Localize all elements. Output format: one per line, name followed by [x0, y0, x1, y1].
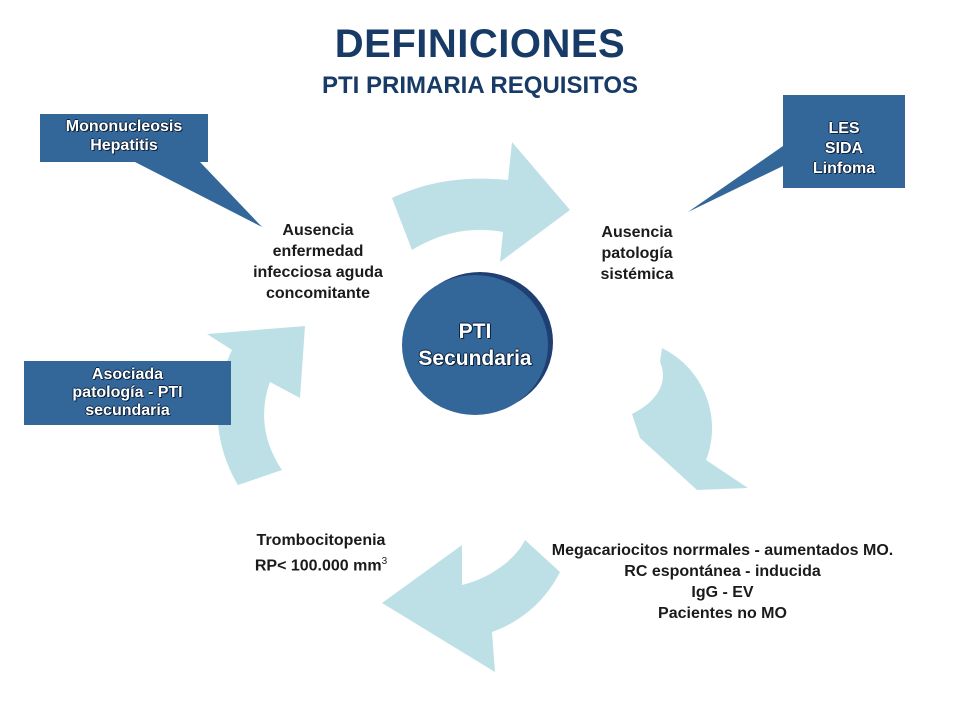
callout-pointer-mononucleosis: [135, 162, 262, 227]
center-ellipse: [402, 275, 548, 415]
callout-line: Asociada: [91, 366, 164, 383]
unit-exponent: 3: [381, 556, 388, 567]
callout-line: patología - PTI: [72, 384, 183, 401]
node-line: Megacariocitos norrmales - aumentados MO…: [551, 542, 894, 559]
node-line: Pacientes no MO: [658, 605, 787, 622]
node-line: enfermedad: [272, 243, 364, 260]
node-line: IgG - EV: [691, 584, 754, 601]
node-megakaryocytes: Megacariocitos norrmales - aumentados MO…: [505, 540, 940, 624]
node-line: RP< 100.000 mm3: [226, 551, 416, 576]
callout-line: LES: [828, 120, 860, 137]
node-systemic: Ausencia patología sistémica: [582, 222, 692, 285]
arrow-top: [392, 142, 570, 262]
page-title: DEFINICIONES: [334, 22, 626, 66]
center-label-line: PTI: [458, 320, 492, 343]
callout-mononucleosis: Mononucleosis Hepatitis: [40, 114, 208, 162]
center-label: PTI Secundaria: [400, 318, 550, 372]
page-subtitle: PTI PRIMARIA REQUISITOS: [321, 72, 639, 99]
node-line: infecciosa aguda: [253, 264, 383, 281]
node-thrombocytopenia: Trombocitopenia RP< 100.000 mm3: [226, 530, 416, 576]
callout-line: secundaria: [85, 402, 170, 419]
node-line: Trombocitopenia: [256, 532, 386, 549]
arrow-bottom: [382, 540, 560, 672]
callout-les: LES SIDA Linfoma: [783, 95, 905, 188]
node-line: sistémica: [600, 266, 674, 283]
arrow-right: [632, 348, 748, 490]
node-infection: Ausencia enfermedad infecciosa aguda con…: [228, 220, 408, 304]
callout-line: Mononucleosis: [65, 118, 183, 135]
callout-line: Linfoma: [812, 160, 876, 177]
arrow-left: [207, 326, 305, 485]
node-line: RC espontánea - inducida: [624, 563, 821, 580]
callout-asociada: Asociada patología - PTI secundaria: [24, 361, 231, 425]
callout-pointer-les: [688, 146, 783, 212]
center-label-line: Secundaria: [418, 347, 532, 370]
node-line: Ausencia: [282, 222, 354, 239]
node-line: Ausencia: [601, 224, 673, 241]
node-line: patología: [601, 245, 673, 262]
node-line-text: RP< 100.000 mm: [254, 557, 382, 575]
node-line: concomitante: [265, 285, 370, 302]
callout-line: Hepatitis: [90, 137, 158, 154]
callout-line: SIDA: [824, 140, 864, 157]
